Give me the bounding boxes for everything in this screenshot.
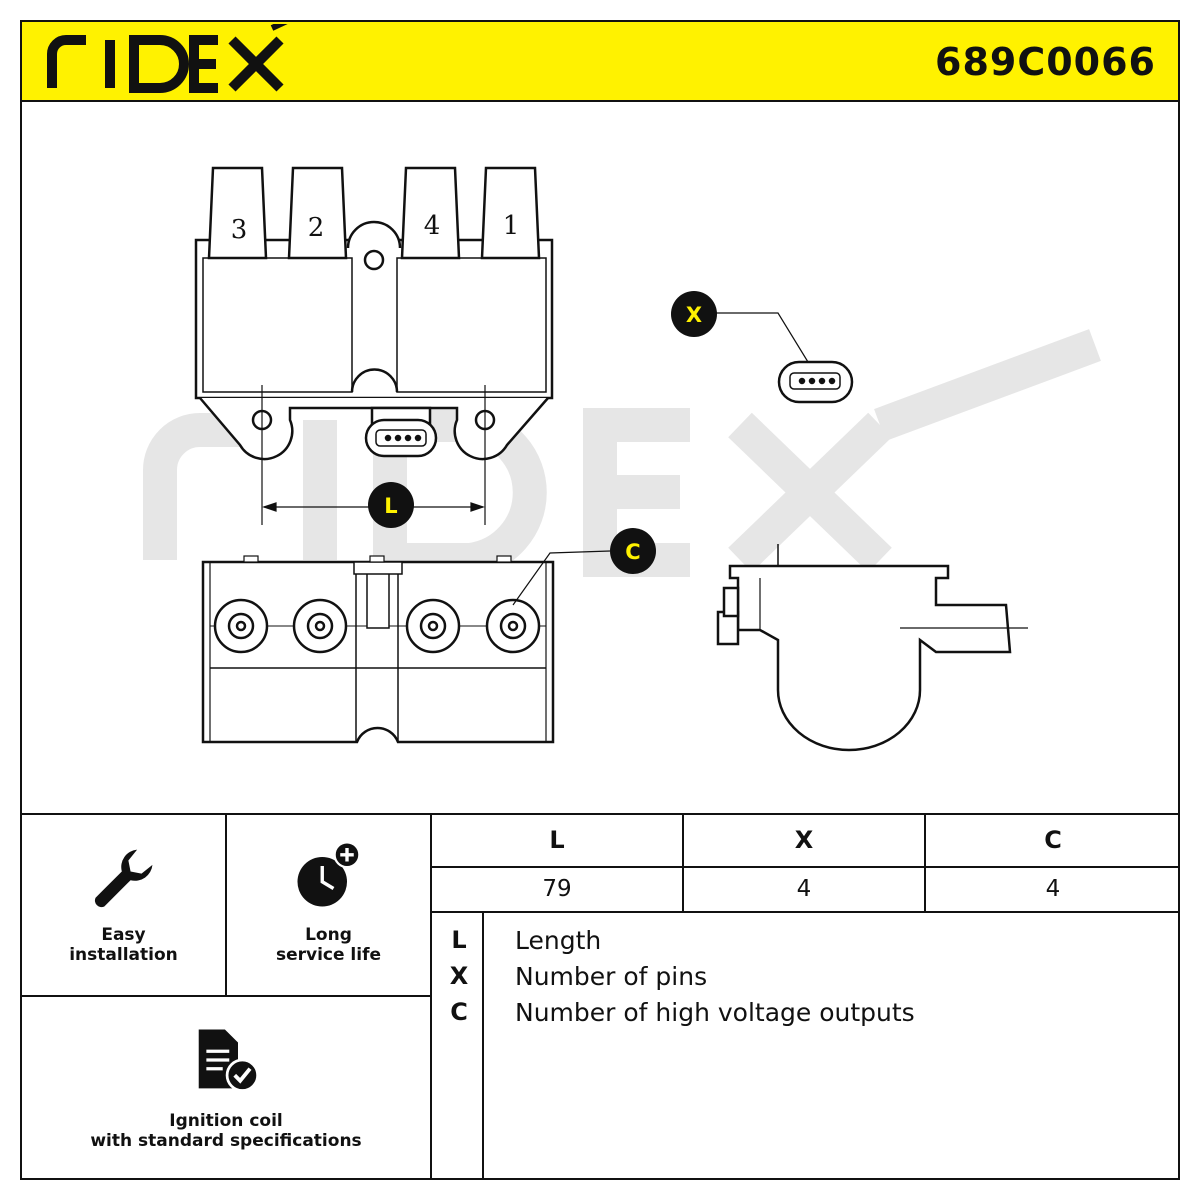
feature-label-line2: installation (69, 945, 178, 965)
spec-header-l: L (549, 826, 565, 854)
feature-label-line1: Easy (101, 925, 146, 945)
divider-col-x (682, 813, 684, 913)
coil-number-1: 1 (503, 211, 520, 241)
divider-header-row (432, 866, 1180, 868)
coil-side-view (716, 544, 1028, 752)
divider-left-panel (430, 813, 432, 1180)
divider-features (225, 813, 227, 997)
spec-value-x: 4 (796, 876, 812, 902)
feature-label-line2: service life (275, 945, 382, 965)
legend-text-l: Length (515, 926, 602, 955)
spec-header-x: X (794, 826, 814, 854)
coil-top-view (194, 166, 554, 461)
divider-legend (482, 913, 484, 1180)
spec-value-l: 79 (542, 876, 572, 902)
callout-l-badge (368, 482, 414, 528)
divider-values-row (432, 911, 1180, 913)
legend-key-c: C (450, 998, 468, 1026)
callout-c-badge (610, 528, 656, 574)
spec-header-c: C (1044, 826, 1062, 854)
coil-number-2: 2 (308, 213, 325, 243)
legend-text-c: Number of high voltage outputs (515, 998, 915, 1027)
feature-label-line1: Long (305, 925, 352, 945)
wrench-icon (94, 849, 152, 908)
part-number: 689C0066 (935, 40, 1156, 84)
callout-l-text: L (384, 494, 397, 518)
coil-front-view (201, 550, 611, 744)
legend-key-x: X (449, 962, 469, 990)
feature-label-line2: with standard specifications (90, 1131, 362, 1151)
feature-long-service-life: Long service life (227, 815, 430, 995)
coil-number-4: 4 (424, 211, 441, 241)
technical-drawing: 3 2 4 1 L X C (143, 166, 1101, 752)
callout-c-text: C (625, 540, 640, 564)
feature-label-line1: Ignition coil (169, 1111, 283, 1131)
divider-features-row (20, 995, 432, 997)
legend-key-l: L (451, 926, 467, 954)
document-check-icon (198, 1029, 259, 1092)
ridex-logo (47, 24, 288, 93)
spec-value-c: 4 (1045, 876, 1061, 902)
divider-top (20, 813, 1180, 815)
callout-x-badge (671, 291, 717, 337)
coil-number-3: 3 (231, 215, 248, 245)
connector-x (716, 312, 854, 404)
divider-col-c (924, 813, 926, 913)
feature-easy-installation: Easy installation (22, 815, 225, 995)
legend-text-x: Number of pins (515, 962, 708, 991)
callout-x-text: X (686, 303, 702, 327)
header-bar: 689C0066 (20, 20, 1180, 102)
clock-plus-icon (297, 841, 360, 907)
feature-standard-specifications: Ignition coil with standard specificatio… (22, 997, 430, 1178)
